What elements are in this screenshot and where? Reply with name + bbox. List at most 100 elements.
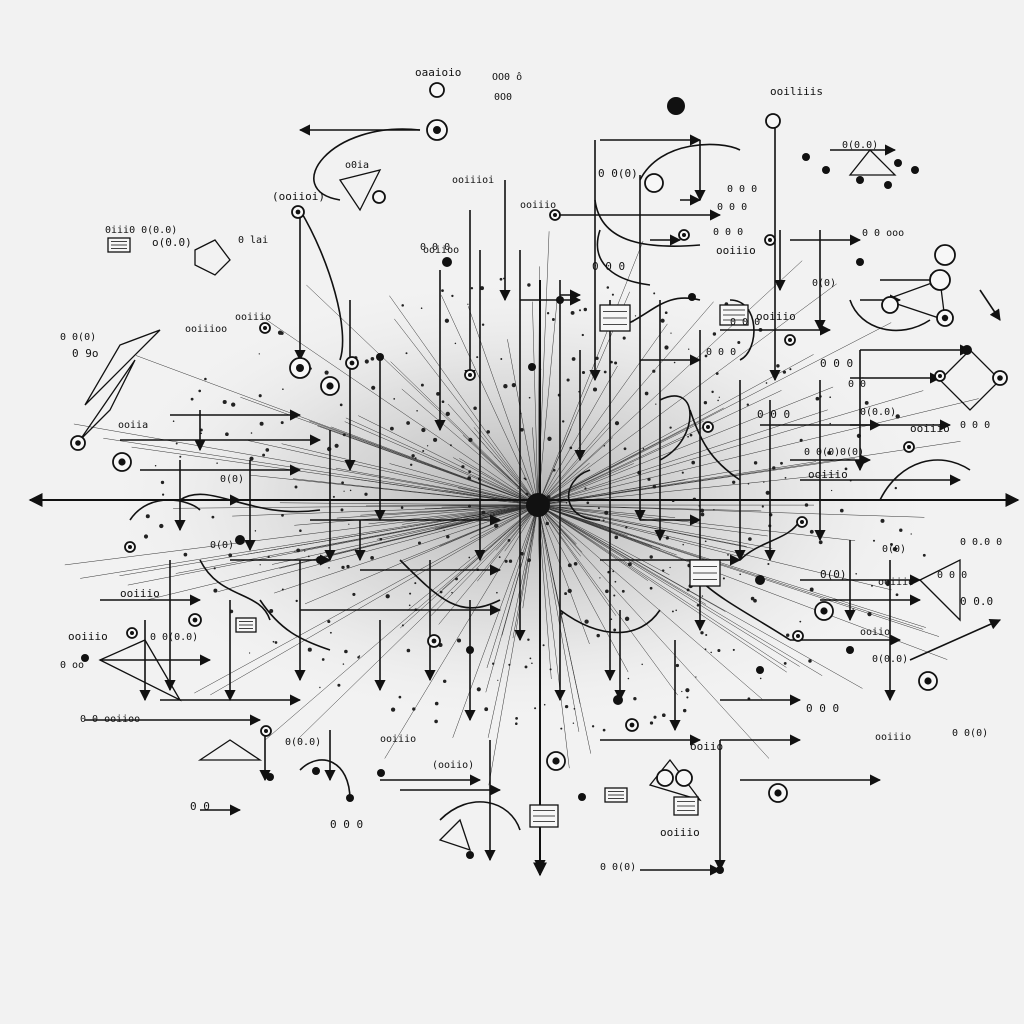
speckle: [401, 304, 404, 307]
curved-edge: [729, 299, 755, 361]
speckle: [844, 467, 848, 471]
speckle: [899, 528, 903, 532]
speckle: [258, 353, 260, 355]
speckle: [507, 539, 511, 542]
node-label: 0 0 0: [592, 260, 625, 273]
graph-node: [556, 296, 564, 304]
speckle: [494, 523, 499, 528]
speckle: [476, 687, 481, 692]
node-label: ooiiioi: [452, 175, 494, 186]
node-label: 0 0 ooo: [862, 228, 904, 239]
node-label: 0 0 0: [727, 184, 757, 195]
node-label: (ooiio): [432, 760, 474, 771]
speckle: [621, 589, 625, 593]
speckle: [722, 577, 725, 580]
speckle: [732, 480, 736, 484]
speckle: [664, 311, 668, 315]
hub-ray: [537, 420, 704, 506]
hub-ray: [537, 504, 940, 637]
speckle: [759, 677, 762, 680]
speckle: [799, 438, 803, 442]
speckle: [441, 400, 445, 404]
speckle: [357, 656, 360, 659]
speckle: [281, 588, 284, 591]
speckle: [294, 485, 298, 489]
speckle: [461, 465, 465, 469]
node-label: 0 0 0: [757, 408, 790, 421]
speckle: [511, 383, 516, 388]
speckle: [782, 370, 787, 374]
speckle: [175, 442, 178, 445]
speckle: [583, 307, 588, 312]
speckle: [830, 489, 833, 492]
node-label: 0O0: [494, 92, 512, 103]
node-label: ooiiio: [756, 310, 796, 323]
speckle: [605, 589, 609, 594]
hub-ray: [294, 504, 539, 526]
speckle: [542, 644, 545, 647]
speckle: [681, 690, 683, 693]
curved-edge: [399, 559, 501, 609]
hub-ray: [64, 504, 539, 566]
curved-edge: [689, 409, 741, 481]
graph-node: [929, 269, 951, 291]
speckle: [456, 638, 462, 643]
speckle: [401, 624, 404, 627]
speckle: [661, 713, 666, 718]
speckle: [420, 307, 423, 309]
hub-ray: [537, 504, 787, 668]
hub-ray: [537, 504, 770, 759]
speckle: [573, 561, 578, 566]
speckle: [763, 481, 765, 483]
speckle: [614, 535, 619, 540]
speckle: [872, 539, 876, 542]
curved-edge: [199, 559, 271, 621]
speckle: [444, 318, 450, 323]
speckle: [686, 588, 690, 592]
speckles: [143, 277, 926, 732]
speckle: [543, 703, 546, 706]
speckle: [808, 659, 812, 663]
speckle: [717, 399, 719, 402]
speckle: [467, 476, 472, 480]
node-label: ooiiio: [716, 244, 756, 257]
speckle: [592, 387, 598, 392]
speckle: [653, 715, 657, 719]
speckle: [467, 303, 469, 305]
node-label: 0(0): [220, 474, 244, 485]
node-label: 0 oo: [60, 660, 84, 671]
hub-ray: [447, 403, 539, 506]
speckle: [352, 592, 356, 596]
speckle: [390, 426, 394, 431]
node-core: [938, 374, 942, 378]
graph-node: [466, 646, 474, 654]
node-label: ooiiio: [875, 732, 911, 743]
hub-ray: [487, 504, 539, 738]
node-label: 0(0.0): [872, 654, 908, 665]
speckle: [624, 616, 630, 621]
graph-node: [856, 258, 864, 266]
speckle: [524, 478, 527, 481]
speckle: [422, 449, 425, 453]
speckle: [408, 604, 411, 607]
node-label: 0 0(0): [598, 167, 638, 180]
speckle: [433, 437, 438, 442]
speckle: [682, 543, 684, 546]
speckle: [468, 556, 471, 559]
hub-ray: [537, 398, 979, 506]
node-label: 0 0 0: [420, 242, 450, 253]
node-core: [788, 338, 792, 342]
hub-ray: [537, 354, 814, 506]
node-label: 0 0 0: [730, 317, 760, 328]
hub-ray: [358, 415, 539, 506]
curved-edge: [659, 395, 691, 461]
node-label: 0(0.0): [285, 737, 321, 748]
edge-arrow: [979, 289, 1001, 321]
node-label: OO0 ô: [492, 71, 522, 83]
speckle: [829, 396, 832, 399]
node-label: 0 0 0: [960, 420, 990, 431]
curved-edge: [849, 299, 931, 332]
edge-arrow: [909, 618, 1002, 661]
triangle-subgraph: [918, 558, 961, 622]
speckle: [364, 492, 368, 496]
